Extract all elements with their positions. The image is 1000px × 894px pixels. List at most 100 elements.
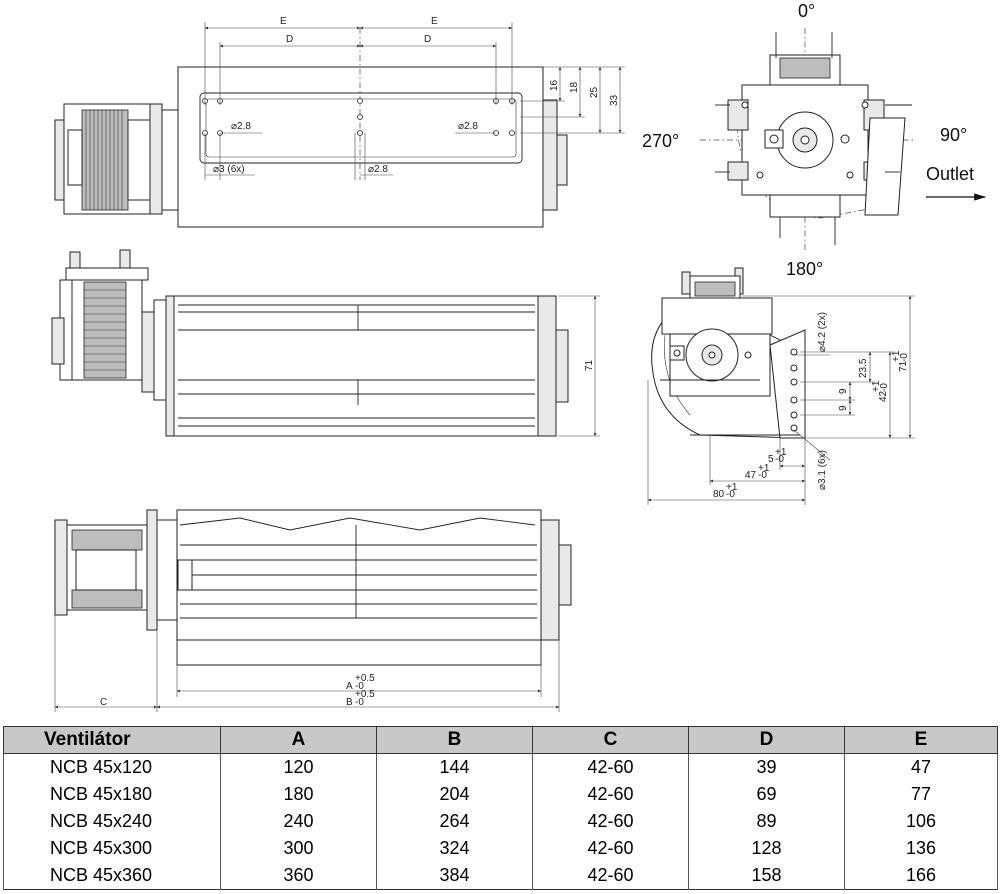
motor-front <box>54 509 178 631</box>
cell-model: NCB 45x120 <box>3 753 221 781</box>
outlet-label: Outlet <box>926 164 974 184</box>
dim-end-71: 71 <box>898 360 909 372</box>
dim-d-left: D <box>286 34 293 45</box>
dim-side-71: 71 <box>584 359 595 371</box>
dim-end-71-tol: +1 <box>891 350 902 362</box>
table-row: NCB 45x120 120 144 42-60 39 47 <box>3 753 998 781</box>
cell-model: NCB 45x360 <box>3 862 221 890</box>
cell-a: 360 <box>220 862 377 890</box>
cell-c: 42-60 <box>532 753 689 781</box>
cell-model: NCB 45x180 <box>3 781 221 808</box>
table-row: NCB 45x240 240 264 42-60 89 106 <box>3 808 998 835</box>
cell-a: 180 <box>220 781 377 808</box>
cell-d: 39 <box>688 753 845 781</box>
dim-end-47-tol: +1 <box>758 463 770 474</box>
spec-table: Ventilátor A B C D E NCB 45x120 120 144 … <box>3 726 998 890</box>
cell-a: 240 <box>220 808 377 835</box>
dim-e-right: E <box>431 16 438 27</box>
dim-end-80: 80 <box>713 489 725 500</box>
dim-end-80-tol: +1 <box>726 482 738 493</box>
cell-e: 77 <box>844 781 998 808</box>
dim-hole-right: ⌀2.8 <box>458 121 478 132</box>
motor-top <box>54 103 179 215</box>
dim-end-47: 47 <box>745 470 757 481</box>
table-row: NCB 45x180 180 204 42-60 69 77 <box>3 781 998 808</box>
cell-d: 89 <box>688 808 845 835</box>
header-ventilator: Ventilátor <box>3 726 221 754</box>
cell-model: NCB 45x240 <box>3 808 221 835</box>
dim-hole-left: ⌀2.8 <box>231 121 251 132</box>
cell-a: 300 <box>220 835 377 862</box>
cell-b: 144 <box>376 753 533 781</box>
table-header-row: Ventilátor A B C D E <box>3 726 998 754</box>
dim-end-5: 5 <box>768 454 774 465</box>
dim-b-tol: +0.5 <box>355 689 375 700</box>
dim-d-right: D <box>424 34 431 45</box>
dim-a: A <box>346 681 353 692</box>
dim-end-23-5: 23.5 <box>858 358 869 378</box>
cell-a: 120 <box>220 753 377 781</box>
header-a: A <box>220 726 377 754</box>
dim-c: C <box>100 697 107 708</box>
front-view: A +0.5 -0 B +0.5 -0 C <box>54 509 572 712</box>
cell-e: 106 <box>844 808 998 835</box>
dim-b-tol-low: -0 <box>355 697 364 708</box>
side-view: 71 <box>51 249 600 437</box>
dim-end-9b: 9 <box>838 405 849 411</box>
dim-16: 16 <box>549 79 560 91</box>
header-c: C <box>532 726 689 754</box>
cell-b: 384 <box>376 862 533 890</box>
dim-end-42: 42 <box>878 390 889 402</box>
table-row: NCB 45x300 300 324 42-60 128 136 <box>3 835 998 862</box>
cell-c: 42-60 <box>532 862 689 890</box>
dim-holes-6x-end: ⌀3.1 (6x) <box>817 450 828 490</box>
cell-d: 158 <box>688 862 845 890</box>
dim-end-5-tol-low: -0 <box>775 454 784 465</box>
dim-a-tol: +0.5 <box>355 673 375 684</box>
dim-18: 18 <box>569 81 580 93</box>
end-view-dimensioned: 180° <box>647 259 915 505</box>
top-view: E E D D 16 18 25 33 ⌀2.8 ⌀2.8 ⌀3 (6x) ⌀2… <box>54 16 625 228</box>
cell-e: 136 <box>844 835 998 862</box>
angle-180: 180° <box>786 259 823 279</box>
dim-end-5-tol: +1 <box>775 447 787 458</box>
cell-b: 204 <box>376 781 533 808</box>
dim-holes-2x: ⌀4.2 (2x) <box>817 312 828 352</box>
end-view-body-2 <box>651 267 806 439</box>
cell-b: 324 <box>376 835 533 862</box>
housing-top <box>177 66 544 228</box>
dim-end-42-tol-low: -0 <box>879 383 890 392</box>
dim-end-71-tol-low: -0 <box>899 353 910 362</box>
cell-e: 47 <box>844 753 998 781</box>
dim-b: B <box>346 697 353 708</box>
dim-end-47-tol-low: -0 <box>758 470 767 481</box>
angle-90: 90° <box>940 125 967 145</box>
motor-side <box>51 249 167 401</box>
dim-end-42-tol: +1 <box>871 380 882 392</box>
cell-c: 42-60 <box>532 808 689 835</box>
header-d: D <box>688 726 845 754</box>
dim-hole-center: ⌀2.8 <box>368 164 388 175</box>
cell-e: 166 <box>844 862 998 890</box>
end-view-orientations: 0° 270° 90° Outlet <box>642 1 987 250</box>
angle-0: 0° <box>798 1 815 21</box>
dim-end-80-tol-low: -0 <box>726 489 735 500</box>
technical-drawing: E E D D 16 18 25 33 ⌀2.8 ⌀2.8 ⌀3 (6x) ⌀2… <box>51 1 987 712</box>
dim-25: 25 <box>589 86 600 98</box>
cell-c: 42-60 <box>532 781 689 808</box>
dim-a-tol-low: -0 <box>355 681 364 692</box>
cell-d: 69 <box>688 781 845 808</box>
dim-holes-6x: ⌀3 (6x) <box>213 164 245 175</box>
end-view-body <box>715 32 912 245</box>
dim-33: 33 <box>609 94 620 106</box>
table-row: NCB 45x360 360 384 42-60 158 166 <box>3 862 998 890</box>
mounting-slot <box>199 92 523 164</box>
angle-270: 270° <box>642 131 679 151</box>
dim-end-9a: 9 <box>838 388 849 394</box>
housing-side <box>173 295 539 437</box>
header-e: E <box>844 726 998 754</box>
header-b: B <box>376 726 533 754</box>
cell-c: 42-60 <box>532 835 689 862</box>
dim-e-left: E <box>280 16 287 27</box>
cell-d: 128 <box>688 835 845 862</box>
